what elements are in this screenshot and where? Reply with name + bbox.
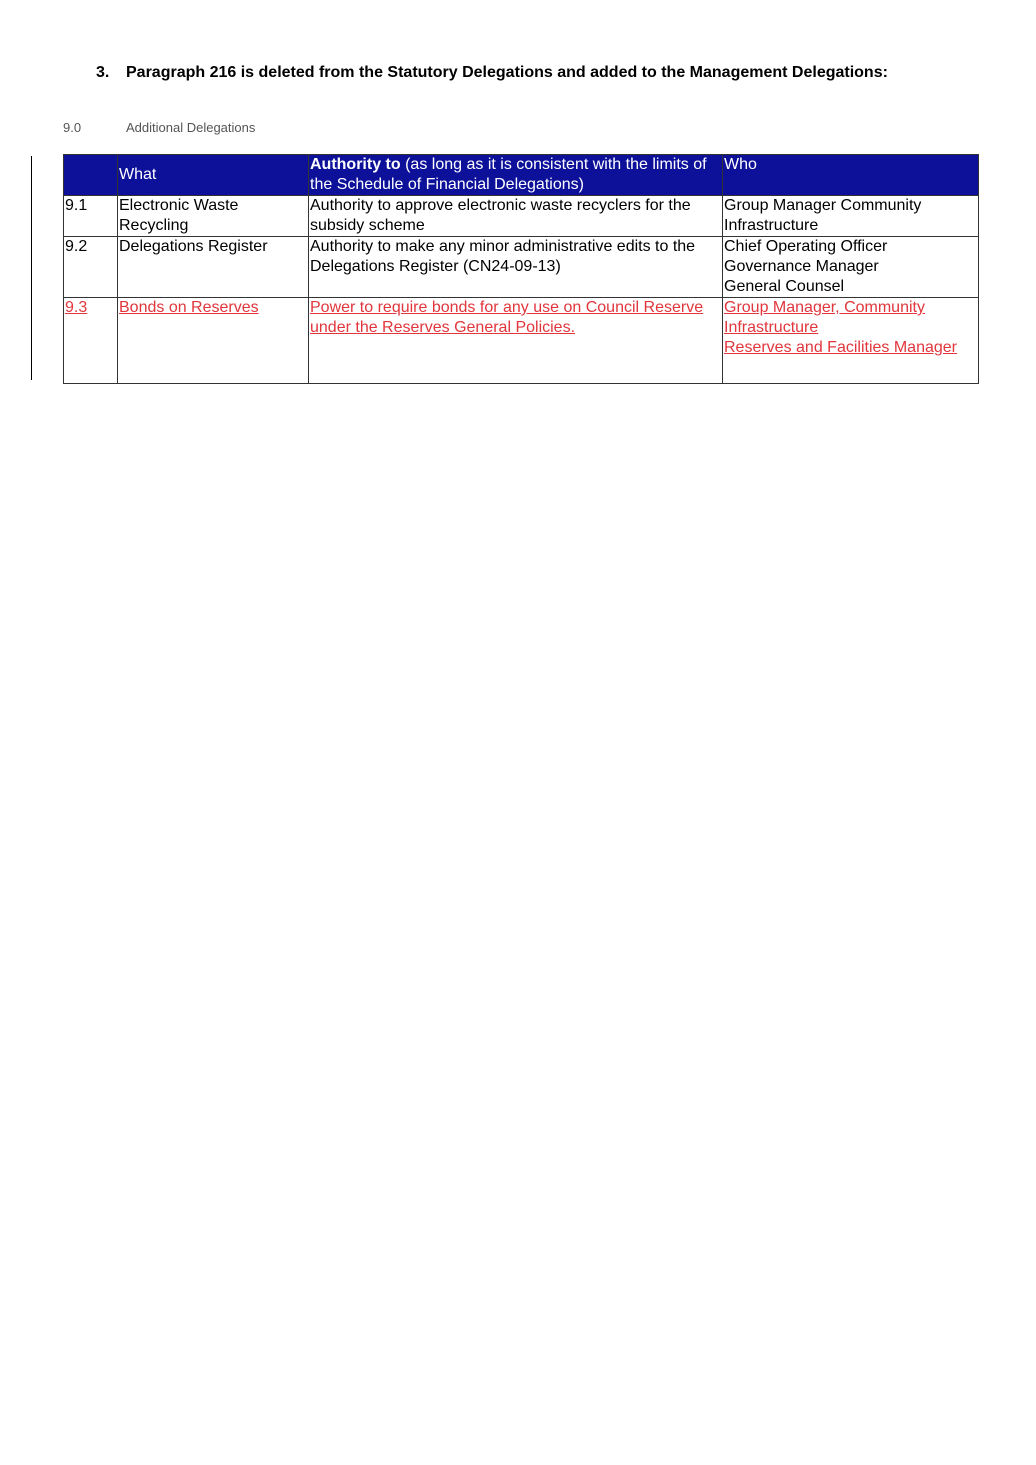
header-authority-bold: Authority to [310, 156, 401, 173]
amendment-heading: 3. Paragraph 216 is deleted from the Stat… [96, 64, 888, 82]
who-line: Chief Operating Officer [724, 238, 888, 255]
row-authority: Power to require bonds for any use on Co… [308, 297, 723, 384]
row-what: Electronic Waste Recycling [117, 195, 309, 237]
who-line: General Counsel [724, 278, 845, 295]
who-line: Group Manager, Community Infrastructure [724, 299, 925, 336]
row-what: Bonds on Reserves [117, 297, 309, 384]
revision-change-bar [31, 156, 32, 380]
row-what: Delegations Register [117, 236, 309, 298]
row-authority: Authority to approve electronic waste re… [308, 195, 723, 237]
row-who: Group Manager, Community Infrastructure … [722, 297, 979, 384]
row-number: 9.3 [63, 297, 118, 384]
row-number: 9.2 [63, 236, 118, 298]
header-what: What [117, 154, 309, 196]
table-row: 9.2 Delegations Register Authority to ma… [63, 236, 979, 298]
header-who: Who [722, 154, 979, 196]
who-line: Reserves and Facilities Manager [724, 339, 957, 356]
table-row: 9.1 Electronic Waste Recycling Authority… [63, 195, 979, 237]
row-authority: Authority to make any minor administrati… [308, 236, 723, 298]
section-number: 9.0 [63, 120, 82, 135]
row-number: 9.1 [63, 195, 118, 237]
who-line: Governance Manager [724, 258, 879, 275]
row-who: Group Manager Community Infrastructure [722, 195, 979, 237]
table-header-row: What Authority to (as long as it is cons… [63, 154, 979, 196]
who-line: Group Manager Community Infrastructure [724, 197, 922, 234]
delegations-table: What Authority to (as long as it is cons… [63, 154, 979, 384]
header-number [63, 154, 118, 196]
amendment-number: 3. [96, 64, 110, 81]
header-authority: Authority to (as long as it is consisten… [308, 154, 723, 196]
section-heading: 9.0 Additional Delegations [63, 120, 255, 135]
section-title: Additional Delegations [126, 120, 256, 135]
amendment-text: Paragraph 216 is deleted from the Statut… [126, 64, 888, 81]
row-who: Chief Operating Officer Governance Manag… [722, 236, 979, 298]
table-row-inserted: 9.3 Bonds on Reserves Power to require b… [63, 297, 979, 384]
header-authority-rest: (as long as it is consistent with the li… [310, 156, 707, 193]
